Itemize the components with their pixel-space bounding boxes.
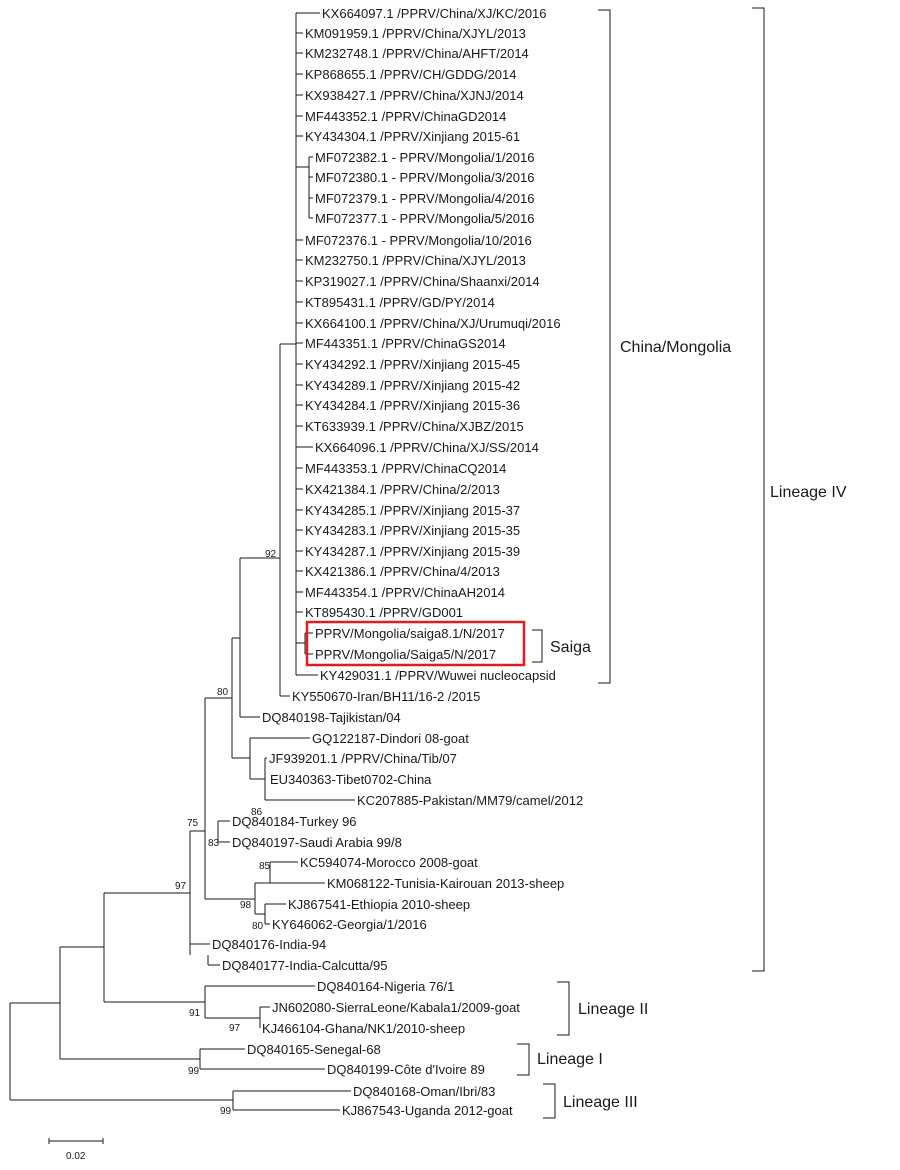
leaf-label: MF443352.1 /PPRV/ChinaGD2014 xyxy=(305,109,506,124)
leaf-label: EU340363-Tibet0702-China xyxy=(270,772,432,787)
clade-label-lineage-ii: Lineage II xyxy=(578,1001,648,1018)
leaf-label: MF443351.1 /PPRV/ChinaGS2014 xyxy=(305,336,506,351)
leaf-label: JF939201.1 /PPRV/China/Tib/07 xyxy=(269,751,457,766)
leaf-label: PPRV/Mongolia/Saiga5/N/2017 xyxy=(315,647,496,662)
leaf-label: KX664097.1 /PPRV/China/XJ/KC/2016 xyxy=(322,6,547,21)
leaf-label: KJ466104-Ghana/NK1/2010-sheep xyxy=(262,1021,465,1036)
leaf-label: GQ122187-Dindori 08-goat xyxy=(312,731,469,746)
leaf-label: DQ840199-Côte d'Ivoire 89 xyxy=(327,1062,485,1077)
leaf-label: DQ840176-India-94 xyxy=(212,937,326,952)
lineage-i-bracket xyxy=(517,1043,530,1076)
clade-label-lineage-iii: Lineage III xyxy=(563,1094,638,1111)
leaf-label: KX421386.1 /PPRV/China/4/2013 xyxy=(305,564,500,579)
scale-bar: 0.02 xyxy=(48,1138,104,1162)
leaf-label: MF072379.1 - PPRV/Mongolia/4/2016 xyxy=(315,191,534,206)
leaf-label: MF443354.1 /PPRV/ChinaAH2014 xyxy=(305,585,505,600)
bootstrap-value: 92 xyxy=(265,549,277,560)
leaf-label: KY646062-Georgia/1/2016 xyxy=(272,917,427,932)
bootstrap-value: 98 xyxy=(240,900,252,911)
leaf-label: KT895431.1 /PPRV/GD/PY/2014 xyxy=(305,295,495,310)
leaf-label: KX664096.1 /PPRV/China/XJ/SS/2014 xyxy=(315,440,539,455)
bootstrap-value: 97 xyxy=(229,1023,241,1034)
bootstrap-value: 86 xyxy=(251,807,263,818)
lineage-iv-bracket xyxy=(752,7,765,972)
leaf-label: KY434287.1 /PPRV/Xinjiang 2015-39 xyxy=(305,544,520,559)
china-mongolia-bracket xyxy=(598,9,611,684)
leaf-label: DQ840164-Nigeria 76/1 xyxy=(317,979,454,994)
leaf-label: KX421384.1 /PPRV/China/2/2013 xyxy=(305,482,500,497)
leaf-label: KY429031.1 /PPRV/Wuwei nucleocapsid xyxy=(320,668,556,683)
leaf-label: KM068122-Tunisia-Kairouan 2013-sheep xyxy=(327,876,564,891)
lineage-iii-bracket xyxy=(543,1083,556,1119)
clade-label-lineage-i: Lineage I xyxy=(537,1051,603,1068)
leaf-label: KJ867543-Uganda 2012-goat xyxy=(342,1103,513,1118)
leaf-label: KX938427.1 /PPRV/China/XJNJ/2014 xyxy=(305,88,524,103)
leaf-label: PPRV/Mongolia/saiga8.1/N/2017 xyxy=(315,626,505,641)
leaf-label: KT633939.1 /PPRV/China/XJBZ/2015 xyxy=(305,419,524,434)
leaf-label: DQ840165-Senegal-68 xyxy=(247,1042,381,1057)
lineage-ii-bracket xyxy=(557,981,570,1036)
saiga-highlight-box xyxy=(305,620,526,667)
leaf-label: KT895430.1 /PPRV/GD001 xyxy=(305,605,463,620)
clade-brackets xyxy=(517,7,765,1119)
leaf-label: KM232750.1 /PPRV/China/XJYL/2013 xyxy=(305,253,526,268)
leaf-label: KY550670-Iran/BH11/16-2 /2015 xyxy=(292,689,480,704)
leaf-label: MF072376.1 - PPRV/Mongolia/10/2016 xyxy=(305,233,532,248)
clade-label-china-mongolia: China/Mongolia xyxy=(620,339,731,356)
scale-bar-label: 0.02 xyxy=(66,1151,86,1162)
leaf-label: KY434292.1 /PPRV/Xinjiang 2015-45 xyxy=(305,357,520,372)
leaf-label: KY434285.1 /PPRV/Xinjiang 2015-37 xyxy=(305,503,520,518)
tree-branches xyxy=(9,12,355,1111)
leaf-label: JN602080-SierraLeone/Kabala1/2009-goat xyxy=(272,1000,520,1015)
leaf-label: KJ867541-Ethiopia 2010-sheep xyxy=(288,897,470,912)
leaf-label: KY434289.1 /PPRV/Xinjiang 2015-42 xyxy=(305,378,520,393)
leaf-label: DQ840168-Oman/Ibri/83 xyxy=(353,1084,495,1099)
leaf-label: KY434284.1 /PPRV/Xinjiang 2015-36 xyxy=(305,398,520,413)
leaf-label: KX664100.1 /PPRV/China/XJ/Urumuqi/2016 xyxy=(305,316,561,331)
leaf-label: DQ840197-Saudi Arabia 99/8 xyxy=(232,835,402,850)
bootstrap-value: 83 xyxy=(208,838,220,849)
bootstrap-value: 99 xyxy=(220,1106,232,1117)
scale-bar-line xyxy=(48,1138,104,1144)
clade-label-lineage-iv: Lineage IV xyxy=(770,484,847,501)
leaf-label: KP868655.1 /PPRV/CH/GDDG/2014 xyxy=(305,67,517,82)
leaf-label: DQ840198-Tajikistan/04 xyxy=(262,710,401,725)
leaf-label: MF072382.1 - PPRV/Mongolia/1/2016 xyxy=(315,150,534,165)
leaf-label: KM232748.1 /PPRV/China/AHFT/2014 xyxy=(305,46,529,61)
leaf-label: DQ840177-India-Calcutta/95 xyxy=(222,958,388,973)
leaf-label: KY434283.1 /PPRV/Xinjiang 2015-35 xyxy=(305,523,520,538)
leaf-label: MF072380.1 - PPRV/Mongolia/3/2016 xyxy=(315,170,534,185)
leaf-label: KY434304.1 /PPRV/Xinjiang 2015-61 xyxy=(305,129,520,144)
leaf-label: KC594074-Morocco 2008-goat xyxy=(300,855,478,870)
bootstrap-value: 97 xyxy=(175,881,187,892)
leaf-label: MF072377.1 - PPRV/Mongolia/5/2016 xyxy=(315,211,534,226)
leaf-label: KM091959.1 /PPRV/China/XJYL/2013 xyxy=(305,26,526,41)
leaf-label: KC207885-Pakistan/MM79/camel/2012 xyxy=(357,793,583,808)
leaf-labels: KX664097.1 /PPRV/China/XJ/KC/2016KM09195… xyxy=(212,6,583,1118)
bootstrap-value: 85 xyxy=(259,861,271,872)
leaf-label: KP319027.1 /PPRV/China/Shaanxi/2014 xyxy=(305,274,540,289)
bootstrap-value: 91 xyxy=(189,1008,201,1019)
saiga-bracket xyxy=(532,629,543,663)
bootstrap-value: 99 xyxy=(188,1066,200,1077)
leaf-label: DQ840184-Turkey 96 xyxy=(232,814,357,829)
leaf-label: MF443353.1 /PPRV/ChinaCQ2014 xyxy=(305,461,506,476)
bootstrap-value: 80 xyxy=(217,687,229,698)
bootstrap-value: 80 xyxy=(252,921,264,932)
clade-label-saiga: Saiga xyxy=(550,639,591,656)
bootstrap-value: 75 xyxy=(187,818,199,829)
